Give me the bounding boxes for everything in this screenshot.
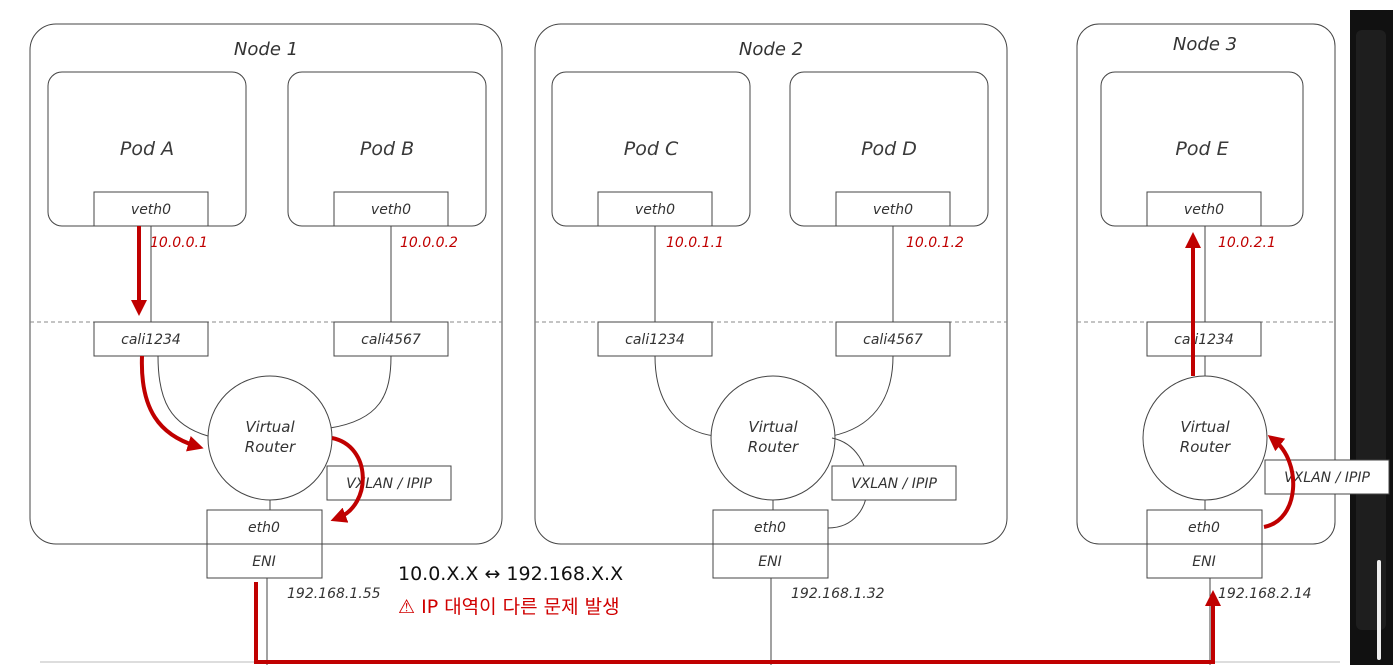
- tunnel-label: VXLAN / IPIP: [1284, 470, 1370, 486]
- host-ip: 192.168.1.32: [791, 586, 885, 602]
- veth-label: veth0: [873, 202, 913, 218]
- arrow-eth0-to-router: [1263, 435, 1296, 529]
- arrow-underlay-transfer: [254, 582, 1221, 664]
- packet-path: [131, 226, 1296, 664]
- host-ip: 192.168.1.55: [287, 586, 381, 602]
- warning-icon: ⚠: [398, 596, 415, 618]
- node-1: Node 1 Pod A veth0 10.0.0.1 Pod B veth0 …: [29, 23, 503, 665]
- veth-label: veth0: [1184, 202, 1224, 218]
- pod-title: Pod B: [360, 138, 414, 160]
- cali-box: [93, 321, 209, 357]
- cali-box: [1146, 321, 1262, 357]
- eni-box: [206, 543, 323, 579]
- cali-label: cali4567: [863, 332, 923, 348]
- tunnel-label: VXLAN / IPIP: [346, 476, 432, 492]
- cali-label: cali1234: [625, 332, 685, 348]
- pod-title: Pod D: [861, 138, 917, 160]
- router-label-line1: Virtual: [245, 418, 295, 436]
- veth-label: veth0: [371, 202, 411, 218]
- pod-ip: 10.0.2.1: [1218, 235, 1276, 251]
- eni-label: ENI: [252, 554, 275, 570]
- node-title: Node 1: [234, 39, 298, 60]
- host-ip: 192.168.2.14: [1218, 586, 1312, 602]
- eni-box: [1146, 543, 1263, 579]
- ip-mapping-text: 10.0.X.X ↔ 192.168.X.X: [398, 563, 623, 585]
- router-label-line1: Virtual: [1180, 418, 1230, 436]
- veth-label: veth0: [131, 202, 171, 218]
- tunnel-label: VXLAN / IPIP: [851, 476, 937, 492]
- node-3: Node 3 Pod E veth0 10.0.2.1 cali1234 Vir…: [1076, 23, 1390, 665]
- arrow-router-to-eth0: [330, 436, 365, 523]
- eni-label: ENI: [758, 554, 781, 570]
- pod-title: Pod C: [624, 138, 679, 160]
- eth0-box: [206, 509, 323, 545]
- veth-box: [1146, 191, 1262, 227]
- pod-title: Pod A: [120, 138, 174, 160]
- pod-title: Pod E: [1175, 138, 1228, 160]
- pod-ip: 10.0.1.2: [906, 235, 964, 251]
- eth0-label: eth0: [248, 520, 280, 536]
- cali-label: cali1234: [121, 332, 181, 348]
- router-label-line2: Router: [748, 438, 799, 456]
- pod-ip: 10.0.0.1: [150, 235, 208, 251]
- router-label-line2: Router: [1180, 438, 1231, 456]
- router-label-line1: Virtual: [748, 418, 798, 436]
- router-label-line2: Router: [245, 438, 296, 456]
- arrow-cali-to-router: [139, 355, 204, 452]
- pod-ip: 10.0.0.2: [400, 235, 458, 251]
- node-2: Node 2 Pod C veth0 10.0.1.1 Pod D veth0 …: [534, 23, 1008, 665]
- veth-label: veth0: [635, 202, 675, 218]
- eth0-label: eth0: [1188, 520, 1220, 536]
- tunnel-box: [326, 465, 452, 501]
- pod-ip: 10.0.1.1: [666, 235, 724, 251]
- cali-box: [597, 321, 713, 357]
- right-edge-panel: [1350, 10, 1393, 665]
- warning-message: IP 대역이 다른 문제 발생: [421, 596, 620, 618]
- tunnel-box: [1264, 459, 1390, 495]
- warning-text: ⚠ IP 대역이 다른 문제 발생: [398, 596, 620, 618]
- veth-box: [597, 191, 713, 227]
- tunnel-box: [831, 465, 957, 501]
- cali-label: cali4567: [361, 332, 421, 348]
- eni-box: [712, 543, 829, 579]
- node-title: Node 2: [739, 39, 803, 60]
- eth0-label: eth0: [754, 520, 786, 536]
- eth0-box: [1146, 509, 1263, 545]
- cali-label: cali1234: [1174, 332, 1234, 348]
- eth0-box: [712, 509, 829, 545]
- node-title: Node 3: [1173, 34, 1237, 55]
- eni-label: ENI: [1192, 554, 1215, 570]
